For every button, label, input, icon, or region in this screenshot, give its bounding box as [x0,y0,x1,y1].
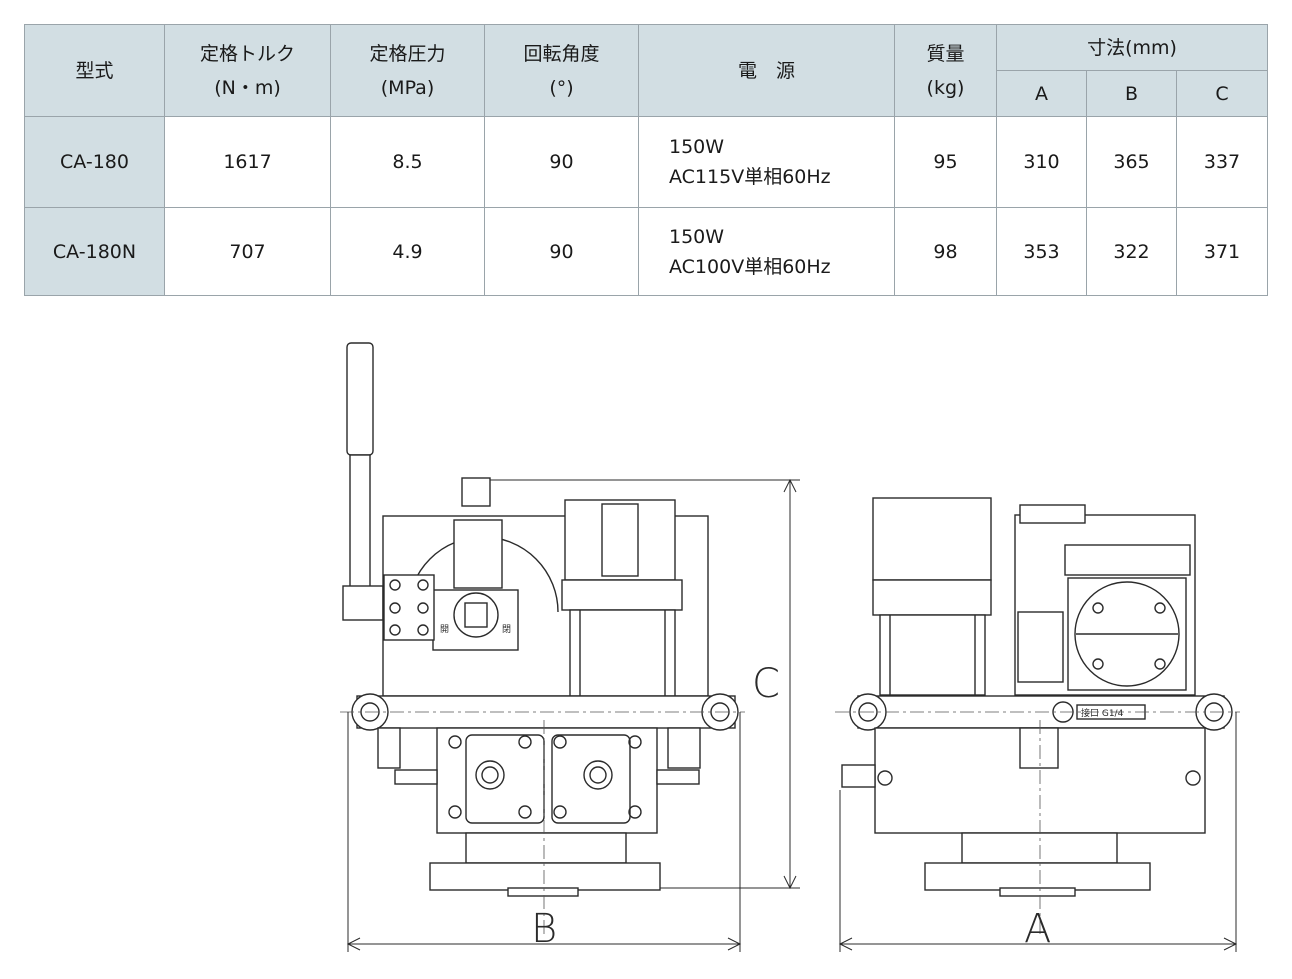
header-mass: 質量(kg) [894,24,997,117]
header-dim-b: B [1086,70,1177,117]
dim-label-c: C [752,661,780,707]
side-motor-box [872,497,992,581]
header-dim-c: C [1176,70,1268,117]
indicator-block [432,589,519,651]
bolt-plate [383,574,435,641]
header-angle: 回転角度(°) [484,24,639,117]
handle-grip [346,342,374,456]
header-power: 電 源 [638,24,895,117]
front-view: 開 閉 [340,342,745,935]
cell-dim-a: 310 [996,116,1087,208]
cell-angle: 90 [484,116,639,208]
neck [465,832,627,864]
cell-dim-b: 365 [1086,116,1177,208]
actuator-dimension-drawing: 開 閉 [340,342,1240,952]
port-label: 接口 G1/4 [1081,707,1124,719]
cell-torque: 707 [164,207,331,296]
cell-model: CA-180N [24,207,165,296]
dimension-a: A [838,712,1238,952]
header-torque: 定格トルク(N・m) [164,24,331,117]
cell-torque: 1617 [164,116,331,208]
side-view: 接口 G1/4 [835,497,1240,935]
cell-dim-c: 337 [1176,116,1268,208]
motor-flange [561,579,683,611]
cell-angle: 90 [484,207,639,296]
cell-mass: 95 [894,116,997,208]
cell-model: CA-180 [24,116,165,208]
motor-block [564,499,676,581]
dimension-c: C [490,478,800,890]
header-dim-a: A [996,70,1087,117]
header-pressure: 定格圧力(MPa) [330,24,485,117]
spec-table: 型式 定格トルク(N・m) 定格圧力(MPa) 回転角度(°) 電 源 質量(k… [24,24,1268,296]
header-dimensions: 寸法(mm) [996,24,1268,71]
handle-base [342,585,384,621]
header-model: 型式 [24,24,165,117]
bottom-flange [429,862,661,891]
cell-mass: 98 [894,207,997,296]
cell-pressure: 8.5 [330,116,485,208]
label-open: 開 [440,624,449,635]
cell-pressure: 4.9 [330,207,485,296]
side-cylinder [879,614,986,696]
cell-dim-b: 322 [1086,207,1177,296]
label-close: 閉 [502,624,511,635]
side-round-cover [1074,581,1180,687]
handle-shaft [349,454,371,591]
cell-dim-a: 353 [996,207,1087,296]
valve-block [453,519,503,589]
motor-cylinder [569,609,676,697]
side-bottom-flange [924,862,1151,891]
top-valve [461,477,491,507]
cell-dim-c: 371 [1176,207,1268,296]
dim-label-b: B [531,906,557,952]
dim-label-a: A [1024,906,1051,952]
dimension-b: B [346,712,742,952]
